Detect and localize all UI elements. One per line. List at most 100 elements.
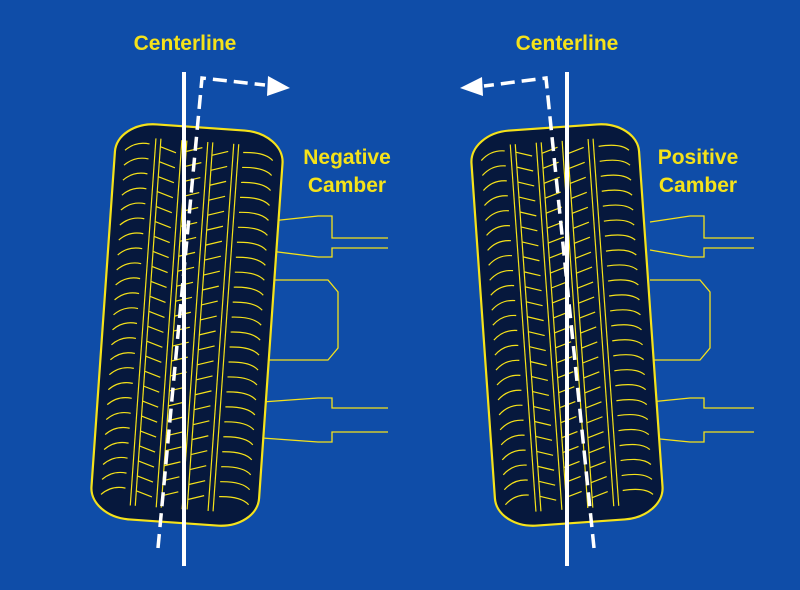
tread-sipe xyxy=(601,189,633,196)
tread-sipe xyxy=(208,195,226,201)
tread-sipe xyxy=(118,232,144,241)
tread-sipe xyxy=(535,435,553,441)
tread-sipe xyxy=(155,206,173,214)
tread-sipe xyxy=(106,397,132,406)
tread-sipe xyxy=(196,375,213,381)
tread-groove xyxy=(535,142,563,510)
tread-sipe xyxy=(575,251,592,259)
tread-sipe xyxy=(203,270,220,276)
upper-control-arm xyxy=(261,215,388,258)
tread-sipe xyxy=(230,331,261,341)
tread-sipe xyxy=(480,150,505,161)
tread-sipe xyxy=(561,430,578,439)
tread-sipe xyxy=(201,300,218,306)
tread-sipe xyxy=(491,299,516,311)
tread-sipe xyxy=(102,456,128,465)
tread-sipe xyxy=(243,151,274,161)
tread-sipe xyxy=(105,411,131,421)
tread-sipe xyxy=(567,146,584,155)
tread-sipe xyxy=(205,240,223,246)
tread-sipe xyxy=(123,157,149,166)
tread-sipe xyxy=(154,220,171,229)
tread-sipe xyxy=(534,420,552,426)
tread-sipe xyxy=(207,210,225,216)
tread-sipe xyxy=(157,191,174,199)
tread-sipe xyxy=(200,315,217,321)
tread-sipe xyxy=(541,146,558,154)
tread-sipe xyxy=(515,151,533,157)
tread-sipe xyxy=(501,449,526,461)
upper-control-arm xyxy=(649,215,754,258)
tread-sipe xyxy=(482,180,507,191)
tread-sipe xyxy=(173,326,190,332)
tread-sipe xyxy=(150,280,167,289)
tread-sipe xyxy=(233,286,264,296)
tread-sipe xyxy=(619,443,651,450)
tread-sipe xyxy=(486,225,510,236)
tread-groove xyxy=(514,144,542,512)
arrow-right-icon xyxy=(267,76,290,96)
tread-sipe xyxy=(238,211,269,221)
tread-sipe xyxy=(614,369,646,376)
tread-sipe xyxy=(550,266,567,274)
tread-sipe xyxy=(520,226,538,232)
tread-sipe xyxy=(236,241,267,251)
tread-sipe xyxy=(584,386,601,394)
suspension-left xyxy=(261,215,388,443)
tread-sipe xyxy=(188,480,206,486)
tread-sipe xyxy=(168,401,185,407)
tread-sipe xyxy=(528,331,545,337)
tread-sipe xyxy=(101,471,127,480)
tread-sipe xyxy=(574,236,591,244)
tread-sipe xyxy=(159,161,176,169)
tread-sipe xyxy=(224,421,255,431)
tread-sipe xyxy=(583,371,600,379)
tread-sipe xyxy=(160,146,177,154)
tread-sipe xyxy=(556,356,573,364)
tread-sipe xyxy=(518,196,536,202)
suspension-right xyxy=(649,215,754,443)
tread-sipe xyxy=(496,374,521,386)
tread-sipe xyxy=(163,461,181,467)
tread-sipe xyxy=(516,166,534,172)
tread-sipe xyxy=(489,269,514,281)
tread-sipe xyxy=(621,473,653,480)
tread-sipe xyxy=(529,346,546,352)
tread-pattern xyxy=(480,138,654,512)
tread-sipe xyxy=(228,361,259,371)
tread-sipe xyxy=(531,376,548,382)
camber-line-positive xyxy=(483,76,596,549)
tread-sipe xyxy=(580,326,597,334)
tread-sipe xyxy=(603,219,635,226)
tread-sipe xyxy=(191,435,209,441)
tread-sipe xyxy=(616,399,648,406)
tread-sipe xyxy=(116,262,142,271)
tread-sipe xyxy=(578,296,595,304)
tread-sipe xyxy=(115,277,141,286)
tread-sipe xyxy=(136,490,153,498)
tread-sipe xyxy=(493,329,518,341)
tread-sipe xyxy=(197,360,214,366)
steering-knuckle xyxy=(262,279,339,361)
tread-sipe xyxy=(539,495,557,501)
tread-sipe xyxy=(585,401,602,409)
tread-sipe xyxy=(617,413,649,421)
tread-sipe xyxy=(527,316,544,322)
tread-sipe xyxy=(498,404,523,416)
tread-sipe xyxy=(591,491,608,499)
tread-sipe xyxy=(598,144,630,151)
tread-sipe xyxy=(519,211,537,217)
tread-sipe xyxy=(569,176,586,184)
tread-sipe xyxy=(577,281,594,289)
tread-sipe xyxy=(210,165,228,171)
tread-sipe xyxy=(198,345,215,351)
tread-sipe xyxy=(573,221,590,229)
tread-groove xyxy=(155,140,183,508)
tread-sipe xyxy=(537,465,555,471)
tread-sipe xyxy=(588,446,605,454)
tread-sipe xyxy=(209,180,227,186)
tread-sipe xyxy=(122,172,148,181)
tread-groove xyxy=(207,143,235,511)
tread-sipe xyxy=(589,461,606,469)
